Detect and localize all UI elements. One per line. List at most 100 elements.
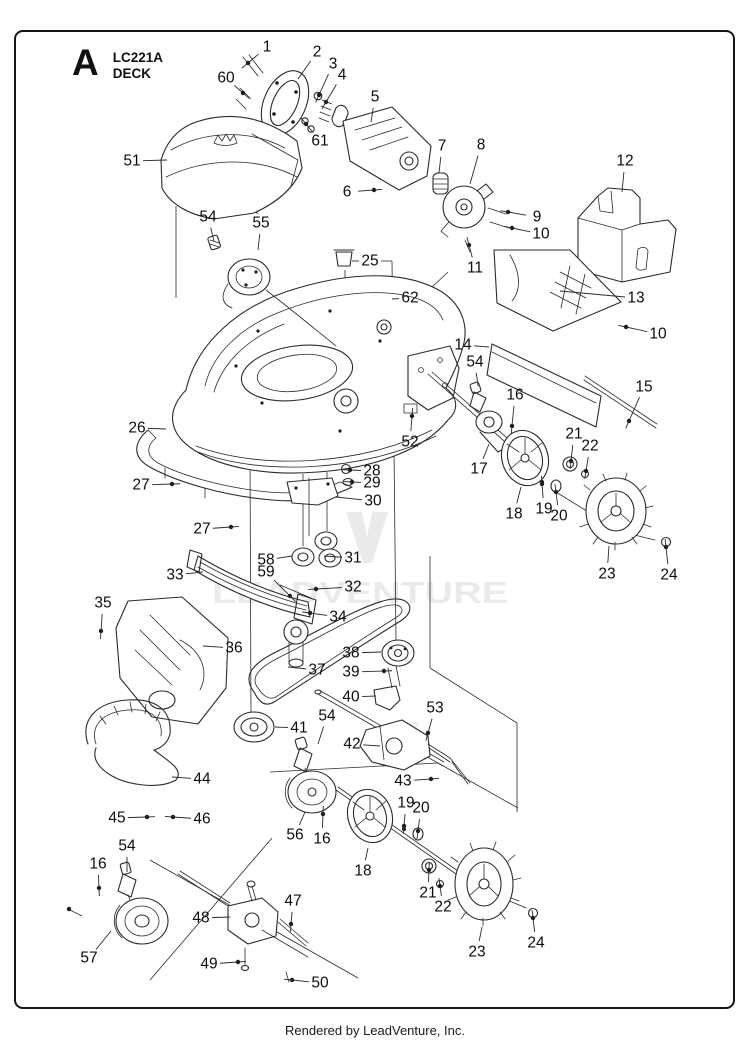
leader-line-58 [276, 555, 293, 559]
hardware-shank-4 [321, 101, 327, 110]
callout-32: 32 [344, 578, 362, 596]
callout-19: 19 [535, 500, 553, 518]
leader-line-46 [172, 816, 192, 819]
callout-6: 6 [342, 183, 352, 201]
title-block: A LC221A DECK [72, 42, 163, 83]
leader-line-57 [95, 930, 112, 950]
hardware-shank-43 [430, 777, 440, 780]
callout-61: 61 [311, 132, 329, 150]
hardware-shank-50 [283, 978, 293, 981]
callout-23: 23 [468, 943, 486, 961]
construction-line [437, 762, 519, 809]
leader-line-4 [325, 84, 337, 103]
callout-23: 23 [598, 565, 616, 583]
diagram-border [14, 30, 735, 1009]
part-deck-housing [136, 249, 466, 502]
callout-37: 37 [308, 661, 326, 679]
hardware-shank-10 [504, 225, 513, 229]
leader-line-30 [335, 496, 363, 501]
callout-22: 22 [434, 898, 452, 916]
callout-54: 54 [466, 353, 484, 371]
callout-3: 3 [328, 55, 338, 73]
leader-line-6 [357, 189, 375, 192]
callout-10: 10 [532, 225, 550, 243]
part-idler-pulleys [233, 639, 415, 743]
callout-31: 31 [344, 549, 362, 567]
leader-line-18 [364, 847, 369, 861]
callout-21: 21 [565, 425, 583, 443]
footer-credit: Rendered by LeadVenture, Inc. [285, 1023, 465, 1038]
leader-line-27 [212, 526, 232, 529]
hardware-shank-59 [289, 595, 296, 602]
hardware-shank-46 [164, 816, 174, 818]
callout-9: 9 [532, 208, 542, 226]
part-rear-skirt [486, 343, 602, 428]
part-mulch-plug [577, 187, 677, 283]
hardware-shank-22 [584, 470, 587, 479]
leader-line-39 [361, 670, 385, 673]
leader-line-53 [427, 718, 433, 734]
callout-50: 50 [311, 974, 329, 992]
hardware-shank-60 [242, 92, 250, 99]
callout-35: 35 [94, 594, 112, 612]
callout-57: 57 [80, 949, 98, 967]
leader-line-44 [171, 776, 192, 779]
callout-18: 18 [354, 862, 372, 880]
callout-36: 36 [225, 639, 243, 657]
hardware-shank-1 [241, 62, 249, 69]
leader-line-36 [202, 645, 224, 648]
hardware-shank-24 [531, 910, 534, 919]
hardware-shank-22 [438, 878, 441, 887]
watermark-logo-icon [346, 512, 388, 563]
callout-42: 42 [343, 735, 361, 753]
leader-line-27 [151, 483, 173, 486]
hardware-shank-34 [302, 611, 311, 614]
part-hinge-rod [583, 375, 658, 429]
callout-1: 1 [262, 38, 272, 56]
callout-16: 16 [506, 386, 524, 404]
callout-27: 27 [193, 520, 211, 538]
callout-19: 19 [397, 794, 415, 812]
callout-46: 46 [193, 810, 211, 828]
hardware-shank-19 [540, 475, 543, 485]
callout-45: 45 [108, 809, 126, 827]
construction-line [149, 837, 273, 981]
callout-13: 13 [627, 289, 645, 307]
callout-44: 44 [193, 770, 211, 788]
hardware-shank-53 [425, 732, 429, 741]
leader-line-34 [309, 612, 328, 616]
leader-line-55 [257, 233, 261, 251]
leader-line-35 [100, 613, 103, 632]
callout-33: 33 [166, 566, 184, 584]
callout-16: 16 [89, 855, 107, 873]
hardware-shank-49 [237, 961, 247, 963]
callout-48: 48 [192, 909, 210, 927]
leader-line-49 [219, 961, 239, 964]
part-front-height-adjuster [207, 234, 337, 347]
part-discharge-chute [342, 106, 432, 191]
hardware-shank-52 [411, 407, 414, 417]
callout-29: 29 [363, 474, 381, 492]
leader-line-5 [370, 107, 374, 123]
callout-18: 18 [505, 505, 523, 523]
hardware-glyphs [96, 60, 669, 983]
callout-8: 8 [476, 136, 486, 154]
leader-line-22 [585, 456, 589, 472]
callout-15: 15 [635, 378, 653, 396]
hardware-shank-35 [99, 630, 102, 640]
leader-line-9 [507, 211, 527, 216]
part-gearbox [359, 719, 471, 785]
callout-24: 24 [660, 566, 678, 584]
callout-28: 28 [363, 462, 381, 480]
callout-34: 34 [329, 608, 347, 626]
callout-2: 2 [312, 43, 322, 61]
model-number: LC221A [112, 50, 164, 65]
title-lines: LC221A DECK [113, 46, 163, 81]
callout-59: 59 [257, 563, 275, 581]
callout-47: 47 [284, 892, 302, 910]
leader-line-32 [315, 587, 343, 590]
section-letter: A [72, 42, 99, 83]
leader-line-10 [511, 227, 531, 233]
hardware-shank-21 [569, 460, 572, 470]
